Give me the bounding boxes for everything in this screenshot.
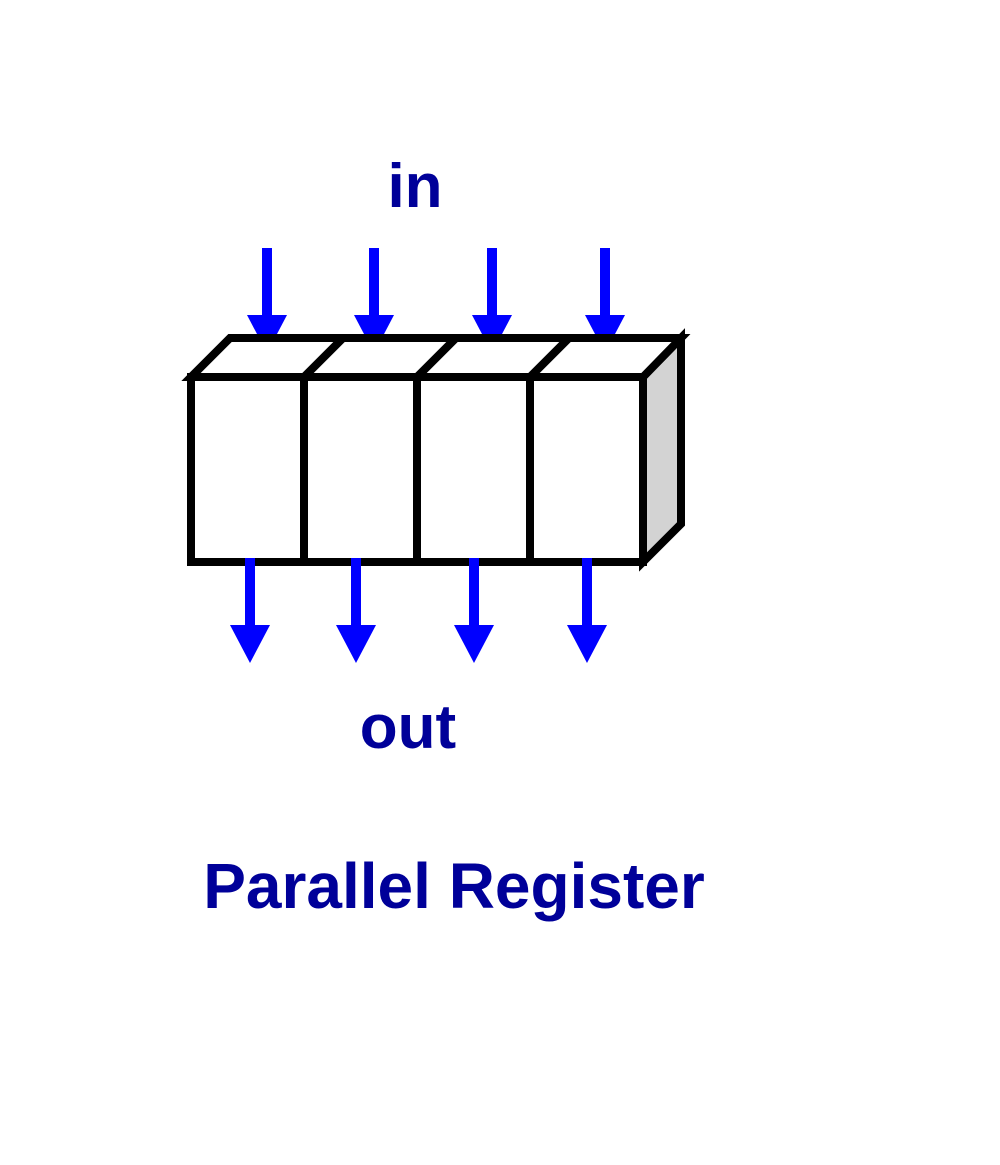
register-cell [300, 373, 421, 566]
output-label: out [360, 693, 456, 762]
register-top-divider [414, 335, 459, 380]
output-arrows [230, 558, 607, 663]
output-arrow [336, 558, 376, 663]
input-label: in [387, 152, 442, 221]
register-top-dividers [301, 335, 572, 380]
register-block [181, 328, 691, 572]
register-top-divider [301, 335, 346, 380]
diagram-caption: Parallel Register [203, 850, 705, 922]
register-cell [526, 373, 647, 566]
register-top-divider [527, 335, 572, 380]
output-arrow [230, 558, 270, 663]
output-arrow [454, 558, 494, 663]
register-cells [187, 373, 647, 566]
register-cell [187, 373, 308, 566]
register-cell [413, 373, 534, 566]
output-arrow [567, 558, 607, 663]
